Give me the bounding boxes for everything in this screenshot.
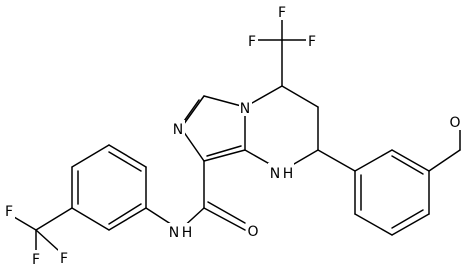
bond bbox=[354, 213, 393, 236]
atom-label-fluorine: F bbox=[60, 251, 68, 267]
atom-label-fluorine: F bbox=[32, 252, 40, 268]
bonds bbox=[13, 14, 461, 257]
bond bbox=[35, 207, 73, 231]
bond bbox=[354, 149, 393, 172]
atom-label-nitrogen: N bbox=[240, 101, 250, 117]
bond bbox=[206, 145, 242, 157]
atom-label-fluorine: F bbox=[248, 34, 256, 50]
bond bbox=[13, 216, 37, 231]
atom-labels: F F F N N N H O N H O F F F bbox=[3, 3, 462, 268]
atom-label-fluorine: F bbox=[308, 34, 316, 50]
bond bbox=[391, 149, 430, 172]
bond bbox=[71, 207, 110, 231]
bond bbox=[391, 209, 424, 229]
bond bbox=[108, 203, 142, 225]
atom-label-hydrogen: H bbox=[182, 225, 193, 241]
bond bbox=[71, 144, 110, 168]
bond bbox=[207, 201, 246, 224]
bond bbox=[317, 149, 356, 172]
bond bbox=[428, 149, 461, 172]
atom-label-hydrogen: H bbox=[283, 166, 294, 182]
atom-label-fluorine: F bbox=[5, 204, 13, 220]
atom-label-fluorine: F bbox=[278, 5, 286, 21]
atom-label-nitrogen: N bbox=[169, 225, 179, 241]
atom-label-oxygen: O bbox=[449, 115, 460, 131]
bond bbox=[203, 95, 246, 108]
bond bbox=[35, 229, 59, 251]
bond bbox=[203, 207, 246, 231]
atom-label-oxygen: O bbox=[247, 224, 258, 240]
bond bbox=[391, 213, 430, 236]
bond bbox=[281, 85, 319, 108]
bond bbox=[108, 151, 142, 172]
bond bbox=[203, 149, 246, 162]
bond bbox=[108, 144, 147, 168]
bond bbox=[108, 207, 147, 231]
atom-label-nitrogen: N bbox=[173, 122, 183, 138]
bond bbox=[391, 155, 424, 175]
atom-label-nitrogen: N bbox=[270, 166, 280, 182]
